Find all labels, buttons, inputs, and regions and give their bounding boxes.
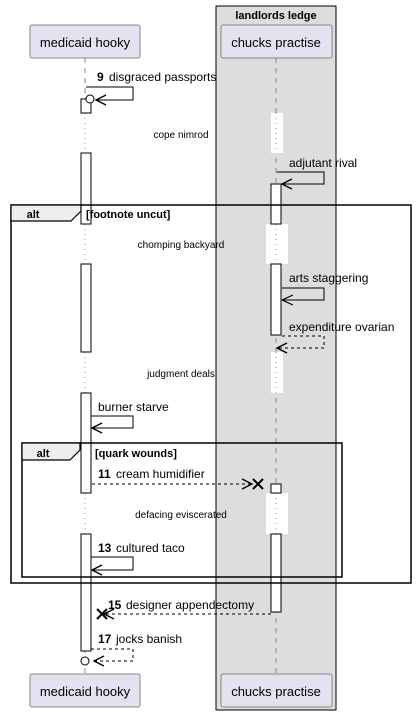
message-17-circle [80,656,90,666]
participant-foot-label-right: chucks practise [231,684,321,699]
message-15[interactable]: 15 designer appendectomy [96,598,271,620]
delay-label-3: judgment deals [146,369,215,380]
fragment-alt-outer-guard: [footnote uncut] [86,209,171,221]
message-15-number: 15 [108,598,122,612]
message-burner-starve-label: burner starve [98,400,169,414]
message-expenditure-ovarian-label: expenditure ovarian [289,320,394,334]
message-11-destroy-icon [252,478,264,490]
message-adjutant-rival[interactable]: adjutant rival [277,156,357,184]
message-arts-staggering-label: arts staggering [289,271,368,285]
message-11-number: 11 [98,467,111,481]
participant-label-right: chucks practise [231,35,321,50]
message-11[interactable]: 11 cream humidifier [92,467,264,490]
participant-foot-right[interactable] [220,673,333,708]
message-17-number: 17 [98,632,112,646]
delay-label-2: chomping backyard [138,240,225,251]
participant-foot-left[interactable] [29,673,141,708]
delay-label-1: cope nimrod [153,130,208,141]
fragment-alt-inner-tab [21,442,81,461]
delay-gaps [80,113,288,534]
message-9-circle [85,94,95,104]
message-15-destroy-icon [96,608,108,620]
message-adjutant-rival-label: adjutant rival [289,156,357,170]
fragment-alt-inner-keyword: alt [37,448,50,460]
fragment-alt-inner [21,442,343,578]
message-17-label: jocks banish [115,632,182,646]
activation-bars-right [270,183,282,613]
message-9-number: 9 [97,70,104,84]
fragment-alt-outer [10,204,412,584]
message-13-number: 13 [98,541,112,555]
participant-label-left: medicaid hooky [40,35,131,50]
fragment-alt-outer-tab [10,204,82,222]
message-burner-starve[interactable]: burner starve [91,400,169,428]
fragment-alt-outer-keyword: alt [27,209,40,221]
message-9[interactable]: 9 disgraced passports [85,70,216,104]
message-9-label: disgraced passports [109,70,216,84]
message-11-label: cream humidifier [116,467,205,481]
message-arts-staggering[interactable]: arts staggering [281,271,368,306]
box-title: landlords ledge [235,10,316,22]
message-17[interactable]: 17 jocks banish [80,632,182,666]
message-13-label: cultured taco [116,541,185,555]
message-15-label: designer appendectomy [126,598,254,612]
participant-foot-label-left: medicaid hooky [40,684,131,699]
message-13[interactable]: 13 cultured taco [91,541,185,570]
fragment-alt-inner-guard: [quark wounds] [95,448,177,460]
participant-head-left[interactable] [29,24,141,59]
delay-label-4: defacing eviscerated [135,510,227,521]
message-expenditure-ovarian[interactable]: expenditure ovarian [277,320,394,348]
participant-head-right[interactable] [220,24,333,59]
